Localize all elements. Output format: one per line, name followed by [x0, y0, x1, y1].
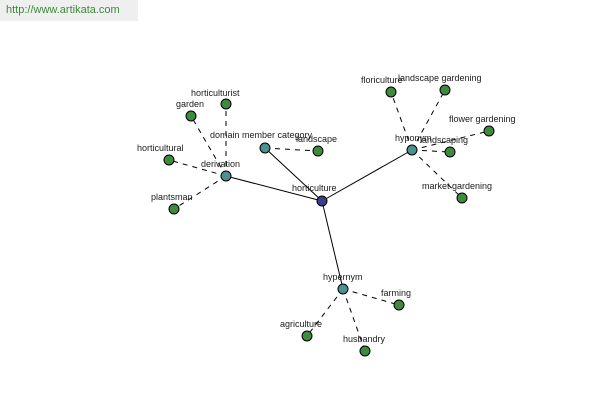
- relation-node-derivation[interactable]: [220, 170, 232, 182]
- term-node-market-gardening[interactable]: [456, 192, 468, 204]
- term-node-landscaping-label: landscaping: [420, 135, 468, 145]
- term-node-floriculture-label: floriculture: [361, 75, 403, 85]
- edges-layer: [168, 89, 490, 352]
- term-node-landscape-label: landscape: [296, 134, 337, 144]
- term-node-husbandry[interactable]: [359, 345, 371, 357]
- term-node-flower-gardening[interactable]: [483, 125, 495, 137]
- edge-hyponym: [321, 149, 413, 202]
- term-node-horticulturist-label: horticulturist: [191, 88, 240, 98]
- term-node-garden-label: garden: [176, 99, 204, 109]
- term-node-farming[interactable]: [393, 299, 405, 311]
- term-node-horticulturist[interactable]: [220, 98, 232, 110]
- term-node-husbandry-label: husbandry: [343, 334, 386, 344]
- relation-node-hyponym[interactable]: [406, 144, 418, 156]
- term-node-plantsman-label: plantsman: [151, 192, 193, 202]
- term-node-horticultural[interactable]: [163, 154, 175, 166]
- edge-landscaping: [411, 149, 451, 153]
- relation-node-derivation-label: derivation: [201, 159, 240, 169]
- edge-plantsman: [173, 175, 227, 210]
- edge-market-gardening: [411, 149, 463, 199]
- relation-node-domain-member-category-label: domain member category: [210, 130, 313, 140]
- relation-node-domain-member-category[interactable]: [259, 142, 271, 154]
- term-node-plantsman[interactable]: [168, 203, 180, 215]
- term-node-agriculture-label: agriculture: [280, 319, 322, 329]
- term-node-garden[interactable]: [185, 110, 197, 122]
- term-node-landscaping[interactable]: [444, 146, 456, 158]
- term-node-landscape[interactable]: [312, 145, 324, 157]
- term-node-horticultural-label: horticultural: [137, 143, 184, 153]
- edge-flower-gardening: [411, 130, 490, 151]
- edge-garden: [190, 115, 227, 177]
- term-node-market-gardening-label: market gardening: [422, 181, 492, 191]
- term-node-floriculture[interactable]: [385, 86, 397, 98]
- edge-domain-member-category: [264, 147, 323, 202]
- root-node-horticulture[interactable]: [316, 195, 328, 207]
- labels-layer: horticulture domain member category deriva…: [137, 73, 516, 344]
- edge-derivation: [225, 175, 323, 202]
- relation-node-hypernym-label: hypernym: [323, 272, 363, 282]
- relation-node-hypernym[interactable]: [337, 283, 349, 295]
- term-node-landscape-gardening[interactable]: [439, 84, 451, 96]
- term-node-agriculture[interactable]: [301, 330, 313, 342]
- edge-landscape-gardening: [411, 89, 446, 151]
- nodes-layer: [163, 84, 495, 357]
- source-url-link[interactable]: http://www.artikata.com: [0, 0, 138, 21]
- edge-husbandry: [342, 288, 366, 352]
- edge-hypernym: [321, 200, 344, 290]
- edge-landscape: [264, 147, 319, 152]
- term-node-flower-gardening-label: flower gardening: [449, 114, 516, 124]
- edge-floriculture: [390, 91, 413, 151]
- root-node-horticulture-label: horticulture: [292, 183, 337, 193]
- relation-node-hyponym-label: hyponym: [395, 133, 432, 143]
- term-node-landscape-gardening-label: landscape gardening: [398, 73, 482, 83]
- term-node-farming-label: farming: [381, 288, 411, 298]
